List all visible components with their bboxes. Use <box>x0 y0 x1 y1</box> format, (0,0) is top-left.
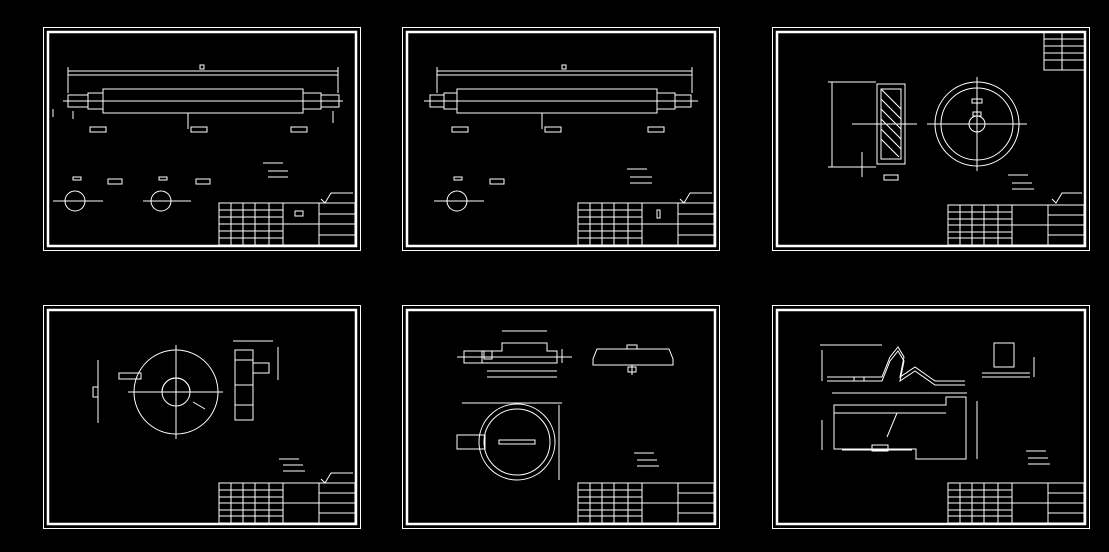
sheet-outer-border <box>772 305 1090 529</box>
sheet-inner-border <box>46 30 358 248</box>
sheet-inner-border <box>405 30 717 248</box>
title-block <box>218 482 356 524</box>
gear-front-view <box>927 77 1027 171</box>
drawing-sheet-2[interactable] <box>402 27 720 251</box>
sheet-inner-border <box>775 308 1087 526</box>
bracket-top-view <box>821 392 978 460</box>
drawing-sheet-3[interactable] <box>772 27 1090 251</box>
title-block <box>218 202 356 246</box>
drawing-sheet-6[interactable] <box>772 305 1090 529</box>
tech-notes <box>1026 450 1050 465</box>
title-block <box>947 482 1085 524</box>
sheet-outer-border <box>402 305 720 529</box>
tech-notes <box>263 162 353 204</box>
tech-notes <box>627 168 712 204</box>
bracket-front-view <box>820 344 965 386</box>
tech-notes <box>279 458 353 484</box>
sheet-4-canvas <box>43 305 361 529</box>
title-block <box>577 202 715 246</box>
sheet-outer-border <box>772 27 1090 251</box>
section-view-b <box>143 176 211 212</box>
drawing-sheet-1[interactable] <box>43 27 361 251</box>
cam-front-view <box>92 345 223 439</box>
sheet-2-canvas <box>402 27 720 251</box>
title-block <box>947 204 1085 246</box>
cover-side-view <box>592 344 674 375</box>
cam-side-view <box>233 340 279 421</box>
sheet-inner-border <box>775 30 1087 248</box>
tech-notes <box>1008 174 1082 204</box>
sheet-inner-border <box>46 308 358 526</box>
sheet-outer-border <box>402 27 720 251</box>
shaft-main-view <box>424 64 698 133</box>
bracket-side-view <box>982 342 1035 378</box>
section-view <box>434 176 505 212</box>
cover-top-view <box>456 402 562 481</box>
parameter-table <box>1043 31 1086 71</box>
title-block <box>577 482 715 524</box>
gear-section-view <box>828 81 917 181</box>
sheet-outer-border <box>43 305 361 529</box>
drawing-sheet-5[interactable] <box>402 305 720 529</box>
sheet-5-canvas <box>402 305 720 529</box>
sheet-3-canvas <box>772 27 1090 251</box>
drawing-sheet-4[interactable] <box>43 305 361 529</box>
sheet-6-canvas <box>772 305 1090 529</box>
cover-front-view <box>457 330 572 378</box>
shaft-main-view <box>52 64 343 133</box>
section-view-a <box>53 176 123 212</box>
sheet-outer-border <box>43 27 361 251</box>
sheet-inner-border <box>405 308 717 526</box>
tech-notes <box>634 452 659 467</box>
sheet-1-canvas <box>43 27 361 251</box>
